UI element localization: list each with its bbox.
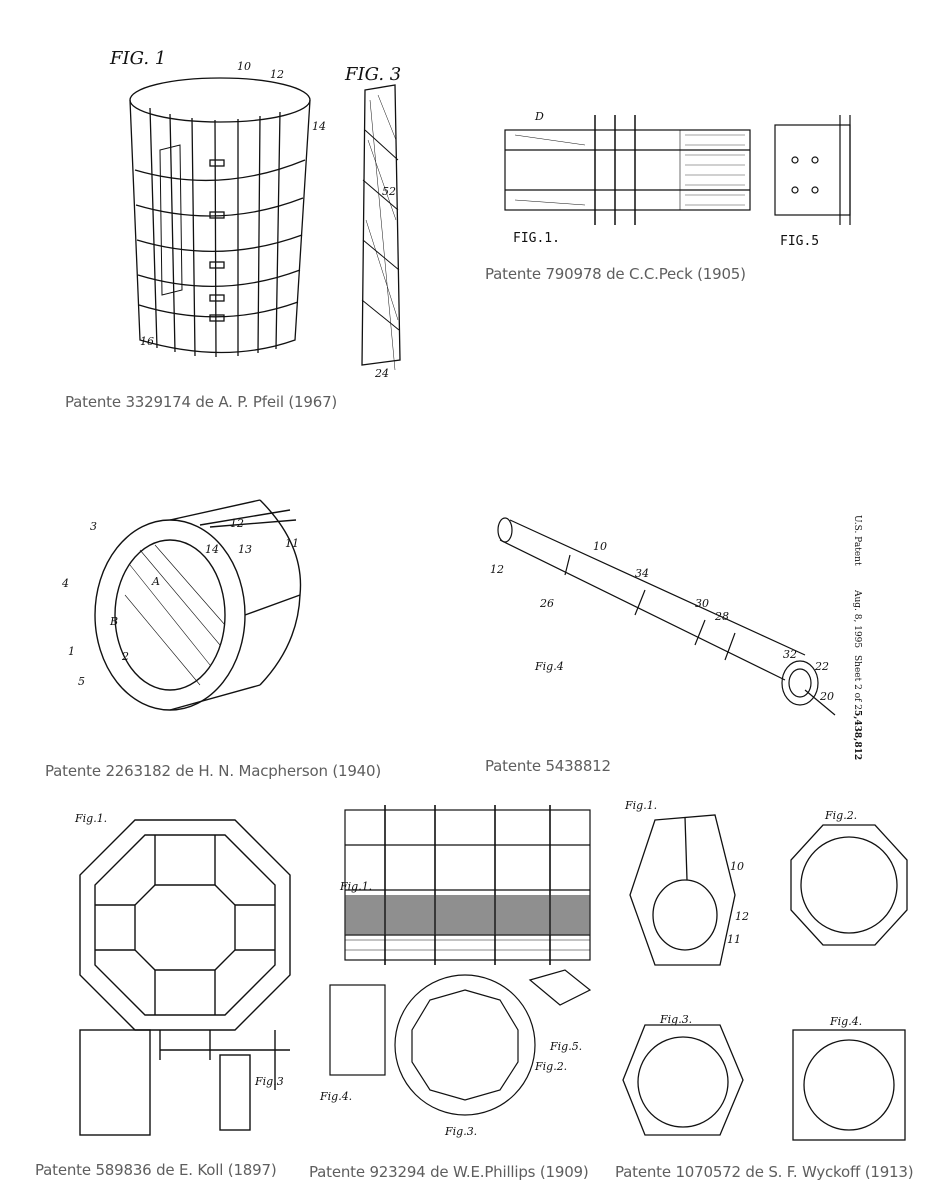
peck-illustration: FIG.1. FIG.5 D xyxy=(504,110,851,249)
p5438812-ref-10: 10 xyxy=(593,540,607,553)
caption-macpherson: Patente 2263182 de H. N. Macpherson (194… xyxy=(45,762,382,780)
caption-wyckoff: Patente 1070572 de S. F. Wyckoff (1913) xyxy=(615,1163,914,1181)
p5438812-side-patent: U.S. Patent xyxy=(852,515,862,566)
p5438812-ref-12: 12 xyxy=(490,563,504,576)
macpherson-ref-5: 5 xyxy=(78,675,85,688)
wyckoff-fig1-label: Fig.1. xyxy=(624,799,657,812)
macpherson-ref-a: A xyxy=(151,575,160,588)
wyckoff-fig2-label: Fig.2. xyxy=(824,809,857,822)
p5438812-ref-34: 34 xyxy=(635,567,649,580)
p5438812-ref-28: 28 xyxy=(714,610,729,623)
pfeil-ref-24: 24 xyxy=(374,367,389,380)
p5438812-illustration: Fig.4 10 12 26 34 30 28 32 22 20 xyxy=(490,517,836,716)
macpherson-ref-b: B xyxy=(109,615,118,628)
pfeil-drawing: FIG. 1 FIG. 3 10 12 14 16 52 24 xyxy=(100,40,430,380)
caption-pfeil: Patente 3329174 de A. P. Pfeil (1967) xyxy=(65,393,338,411)
koll-fig1-label: Fig.1. xyxy=(74,812,107,825)
phillips-drawing: Fig.1. Fig.2. Fig.3. Fig.4. Fig.5. xyxy=(319,800,610,1140)
p5438812-ref-26: 26 xyxy=(539,597,554,610)
p5438812-drawing: Fig.4 10 12 26 34 30 28 32 22 20 xyxy=(485,515,845,740)
phillips-fig5-label: Fig.5. xyxy=(549,1040,582,1053)
p5438812-side-date: Aug. 8, 1995 xyxy=(852,590,862,649)
caption-phillips: Patente 923294 de W.E.Phillips (1909) xyxy=(309,1163,589,1181)
p5438812-ref-30: 30 xyxy=(695,597,709,610)
macpherson-ref-14: 14 xyxy=(205,543,219,556)
peck-ref-d: D xyxy=(534,110,544,123)
koll-illustration: Fig.1. Fig.3 xyxy=(74,812,291,1136)
p5438812-ref-22: 22 xyxy=(814,660,829,673)
koll-drawing: Fig.1. Fig.3 xyxy=(65,800,310,1140)
phillips-illustration: Fig.1. Fig.2. Fig.3. Fig.4. Fig.5. xyxy=(319,805,592,1138)
wyckoff-ref-11: 11 xyxy=(727,933,741,946)
pfeil-illustration: FIG. 1 FIG. 3 10 12 14 16 52 24 xyxy=(109,48,401,380)
p5438812-fig4-label: Fig.4 xyxy=(534,660,564,673)
phillips-fig2-label: Fig.2. xyxy=(534,1060,567,1073)
caption-koll: Patente 589836 de E. Koll (1897) xyxy=(35,1161,277,1179)
pfeil-ref-10: 10 xyxy=(237,60,251,73)
macpherson-ref-3a: 3 xyxy=(90,520,97,533)
macpherson-ref-13: 13 xyxy=(238,543,252,556)
peck-fig5-label: FIG.5 xyxy=(780,234,819,249)
caption-peck: Patente 790978 de C.C.Peck (1905) xyxy=(485,265,746,283)
pfeil-fig3-label: FIG. 3 xyxy=(344,64,401,85)
phillips-fig3-label: Fig.3. xyxy=(444,1125,477,1138)
peck-drawing: FIG.1. FIG.5 D xyxy=(495,90,875,250)
p5438812-ref-32: 32 xyxy=(783,648,797,661)
pfeil-ref-12: 12 xyxy=(270,68,284,81)
wyckoff-ref-12: 12 xyxy=(735,910,749,923)
wyckoff-ref-10: 10 xyxy=(730,860,744,873)
macpherson-ref-4: 4 xyxy=(61,577,69,590)
wyckoff-drawing: Fig.1. Fig.2. Fig.3. Fig.4. 10 11 12 xyxy=(615,795,915,1145)
pfeil-ref-14: 14 xyxy=(312,120,326,133)
caption-p5438812: Patente 5438812 xyxy=(485,757,611,775)
pfeil-ref-52: 52 xyxy=(382,185,396,198)
pfeil-ref-16: 16 xyxy=(140,335,154,348)
wyckoff-fig4-label: Fig.4. xyxy=(829,1015,862,1028)
macpherson-ref-2: 2 xyxy=(121,650,129,663)
pfeil-fig1-label: FIG. 1 xyxy=(109,48,166,69)
p5438812-side-number: 5,438,812 xyxy=(852,710,862,761)
koll-fig3-label: Fig.3 xyxy=(254,1075,284,1088)
macpherson-drawing: 3 4 1 5 2 12 13 14 11 A B xyxy=(60,485,320,720)
macpherson-ref-11: 11 xyxy=(285,537,299,550)
wyckoff-fig3-label: Fig.3. xyxy=(659,1013,692,1026)
p5438812-side-sheet: Sheet 2 of 2 xyxy=(852,655,862,711)
wyckoff-illustration: Fig.1. Fig.2. Fig.3. Fig.4. 10 11 12 xyxy=(622,799,908,1141)
macpherson-ref-1: 1 xyxy=(68,645,75,658)
phillips-fig1-label: Fig.1. xyxy=(339,880,372,893)
peck-fig1-label: FIG.1. xyxy=(513,231,560,246)
macpherson-ref-12: 12 xyxy=(230,517,244,530)
p5438812-ref-20: 20 xyxy=(819,690,834,703)
macpherson-illustration: 3 4 1 5 2 12 13 14 11 A B xyxy=(61,499,302,711)
phillips-fig4-label: Fig.4. xyxy=(319,1090,352,1103)
